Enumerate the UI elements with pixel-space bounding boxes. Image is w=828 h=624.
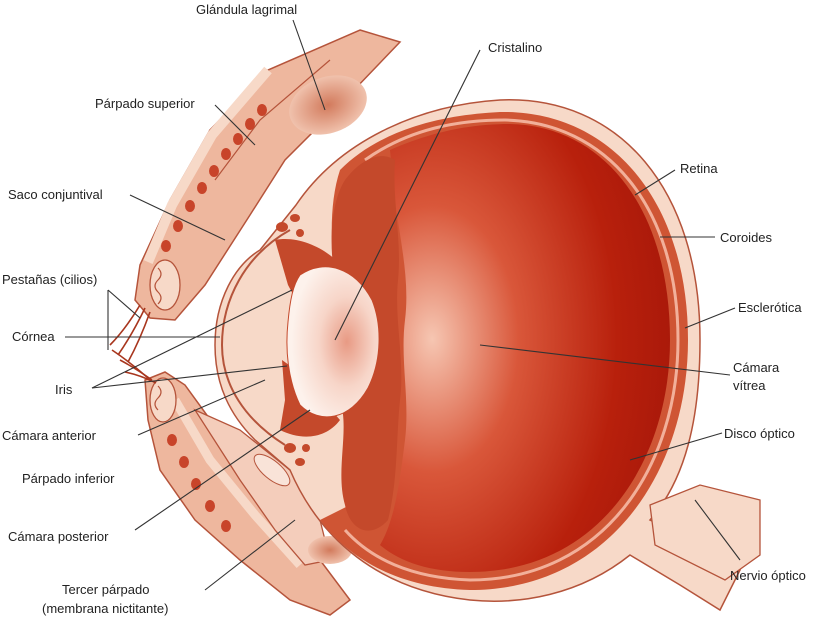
label-coroides: Coroides: [720, 230, 773, 245]
label-camara-vitrea-1: Cámara: [733, 360, 780, 375]
label-disco-optico: Disco óptico: [724, 426, 795, 441]
label-camara-vitrea-2: vítrea: [733, 378, 766, 393]
label-cornea: Córnea: [12, 329, 55, 344]
leader-lines: [65, 19, 741, 591]
label-retina: Retina: [680, 161, 718, 176]
label-iris: Iris: [55, 382, 73, 397]
label-tercer-parpado: Tercer párpado: [62, 582, 149, 597]
label-camara-posterior: Cámara posterior: [8, 529, 109, 544]
labels: Glándula lagrimal Cristalino Párpado sup…: [2, 2, 806, 616]
eyelashes: [109, 304, 157, 384]
label-saco-conjuntival: Saco conjuntival: [8, 187, 103, 202]
label-camara-anterior: Cámara anterior: [2, 428, 97, 443]
lower-eyelid-glands: [167, 434, 231, 532]
label-parpado-superior: Párpado superior: [95, 96, 195, 111]
upper-eyelid-glands: [161, 104, 267, 252]
label-nervio-optico: Nervio óptico: [730, 568, 806, 583]
optic-nerve: [649, 484, 761, 581]
label-cristalino: Cristalino: [488, 40, 542, 55]
label-glandula-lagrimal: Glándula lagrimal: [196, 2, 297, 17]
label-membrana-nictitante: (membrana nictitante): [42, 601, 168, 616]
label-pestanas: Pestañas (cilios): [2, 272, 97, 287]
cornea: [220, 229, 291, 446]
lacrimal-gland: [289, 75, 367, 135]
label-esclerotica: Esclerótica: [738, 300, 802, 315]
vitreous-chamber: [380, 124, 670, 572]
lens: [286, 266, 380, 418]
label-parpado-inferior: Párpado inferior: [22, 471, 115, 486]
